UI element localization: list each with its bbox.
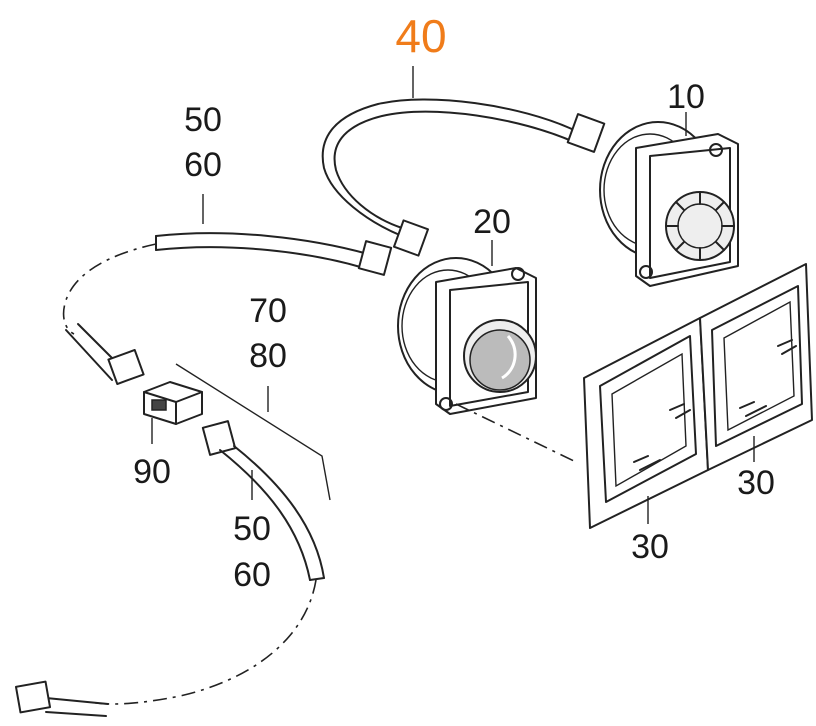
alignment-line xyxy=(455,403,577,463)
part-label-20: 20 xyxy=(473,203,511,241)
cable-50-60-bottom xyxy=(14,420,325,717)
part-label-10: 10 xyxy=(667,78,705,116)
part-label-40: 40 xyxy=(395,10,447,62)
part-label-50-bottom: 50 xyxy=(233,510,271,548)
part-label-60-bottom: 60 xyxy=(233,556,271,594)
part-label-90: 90 xyxy=(133,453,171,491)
part-label-30-left: 30 xyxy=(631,528,669,566)
cable-50-60-top xyxy=(62,232,393,386)
part-label-30-right: 30 xyxy=(737,464,775,502)
part-label-80: 80 xyxy=(249,337,287,375)
bracket-70-80 xyxy=(175,363,331,501)
controller-10 xyxy=(599,121,739,287)
coupler-90 xyxy=(143,381,203,425)
frame-30-right xyxy=(699,263,813,471)
frame-30-left xyxy=(583,317,709,529)
controller-20 xyxy=(397,257,537,415)
cable-40 xyxy=(321,98,606,257)
part-label-60-top: 60 xyxy=(184,146,222,184)
part-label-50-top: 50 xyxy=(184,101,222,139)
part-label-70: 70 xyxy=(249,292,287,330)
